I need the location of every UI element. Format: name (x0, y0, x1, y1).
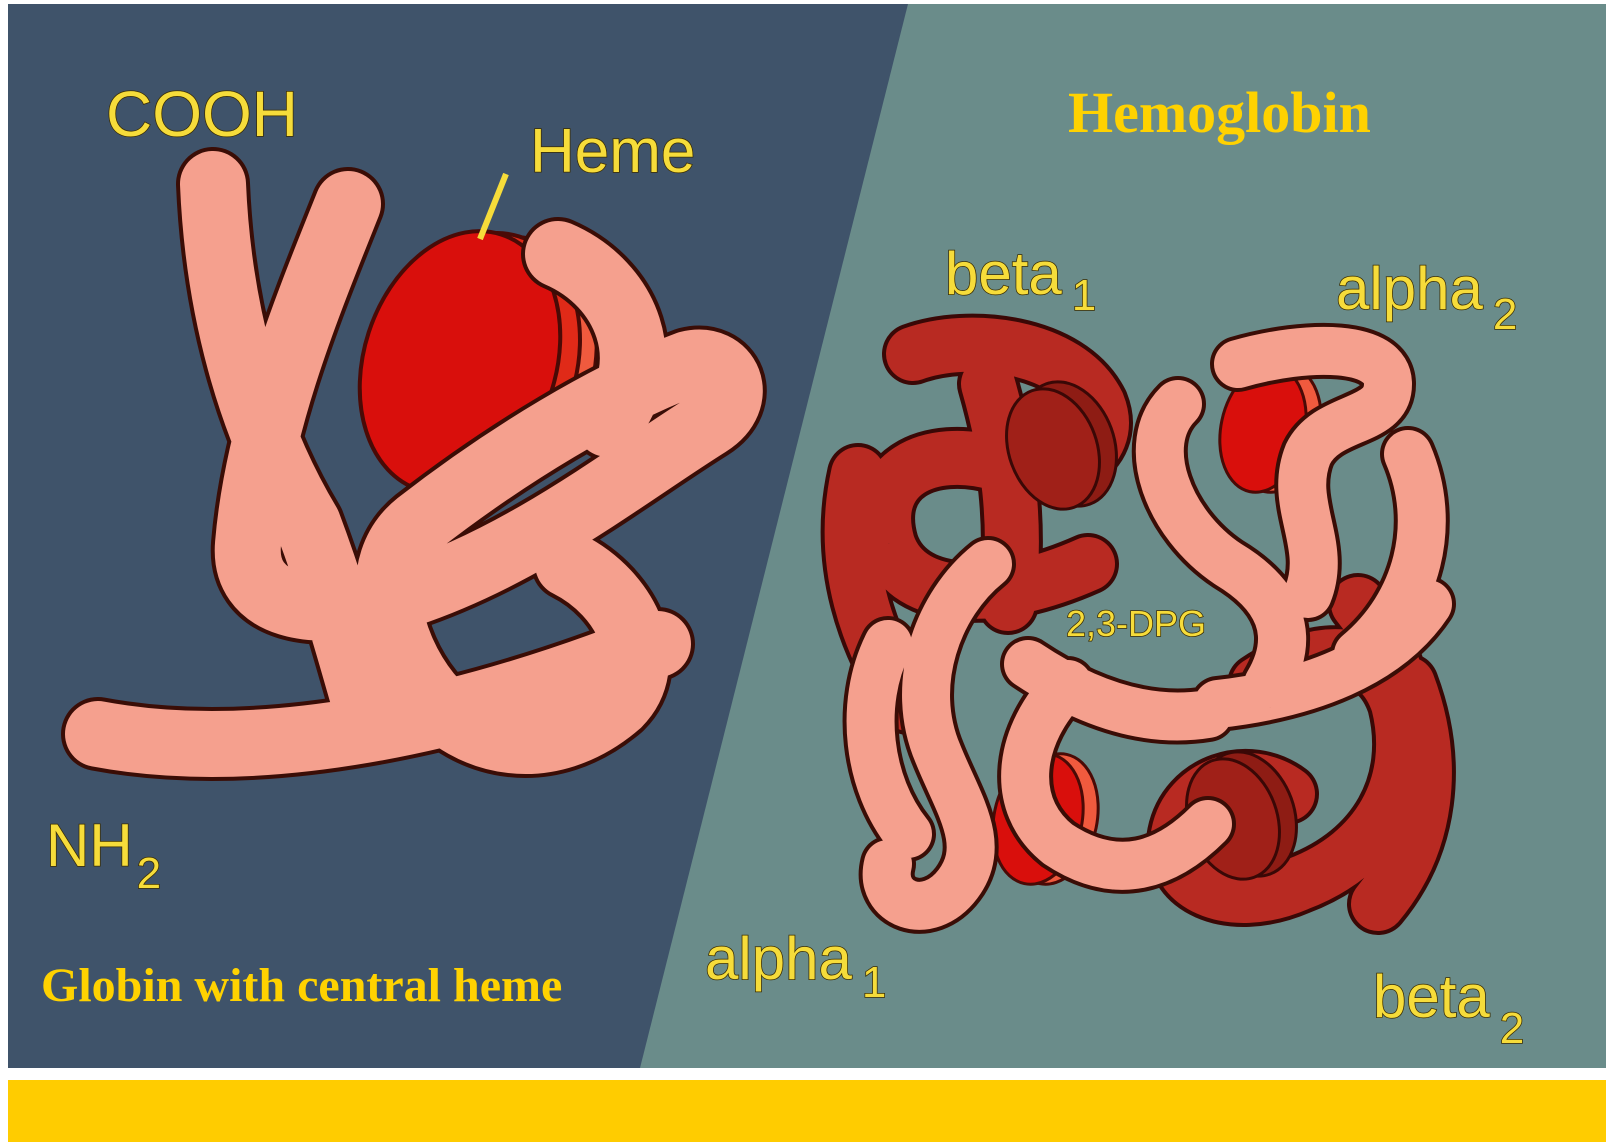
alpha2-text: alpha (1336, 255, 1483, 322)
globin-title: Globin with central heme (41, 959, 562, 1012)
alpha2-subscript: 2 (1493, 290, 1517, 339)
hemoglobin-title: Hemoglobin (1068, 80, 1371, 145)
alpha1-subscript: 1 (862, 958, 886, 1007)
alpha1-text: alpha (705, 925, 852, 992)
beta2-subscript: 2 (1500, 1004, 1524, 1053)
cooh-label: COOH (106, 78, 298, 150)
nh-text: NH (46, 812, 133, 879)
beta2-text: beta (1373, 963, 1490, 1030)
dpg-label: 2,3-DPG (1066, 603, 1206, 644)
beta1-text: beta (945, 240, 1062, 307)
nh-subscript: 2 (137, 849, 161, 898)
heme-label: Heme (530, 117, 695, 186)
beta1-subscript: 1 (1072, 271, 1096, 320)
bottom-yellow-bar (8, 1080, 1606, 1142)
